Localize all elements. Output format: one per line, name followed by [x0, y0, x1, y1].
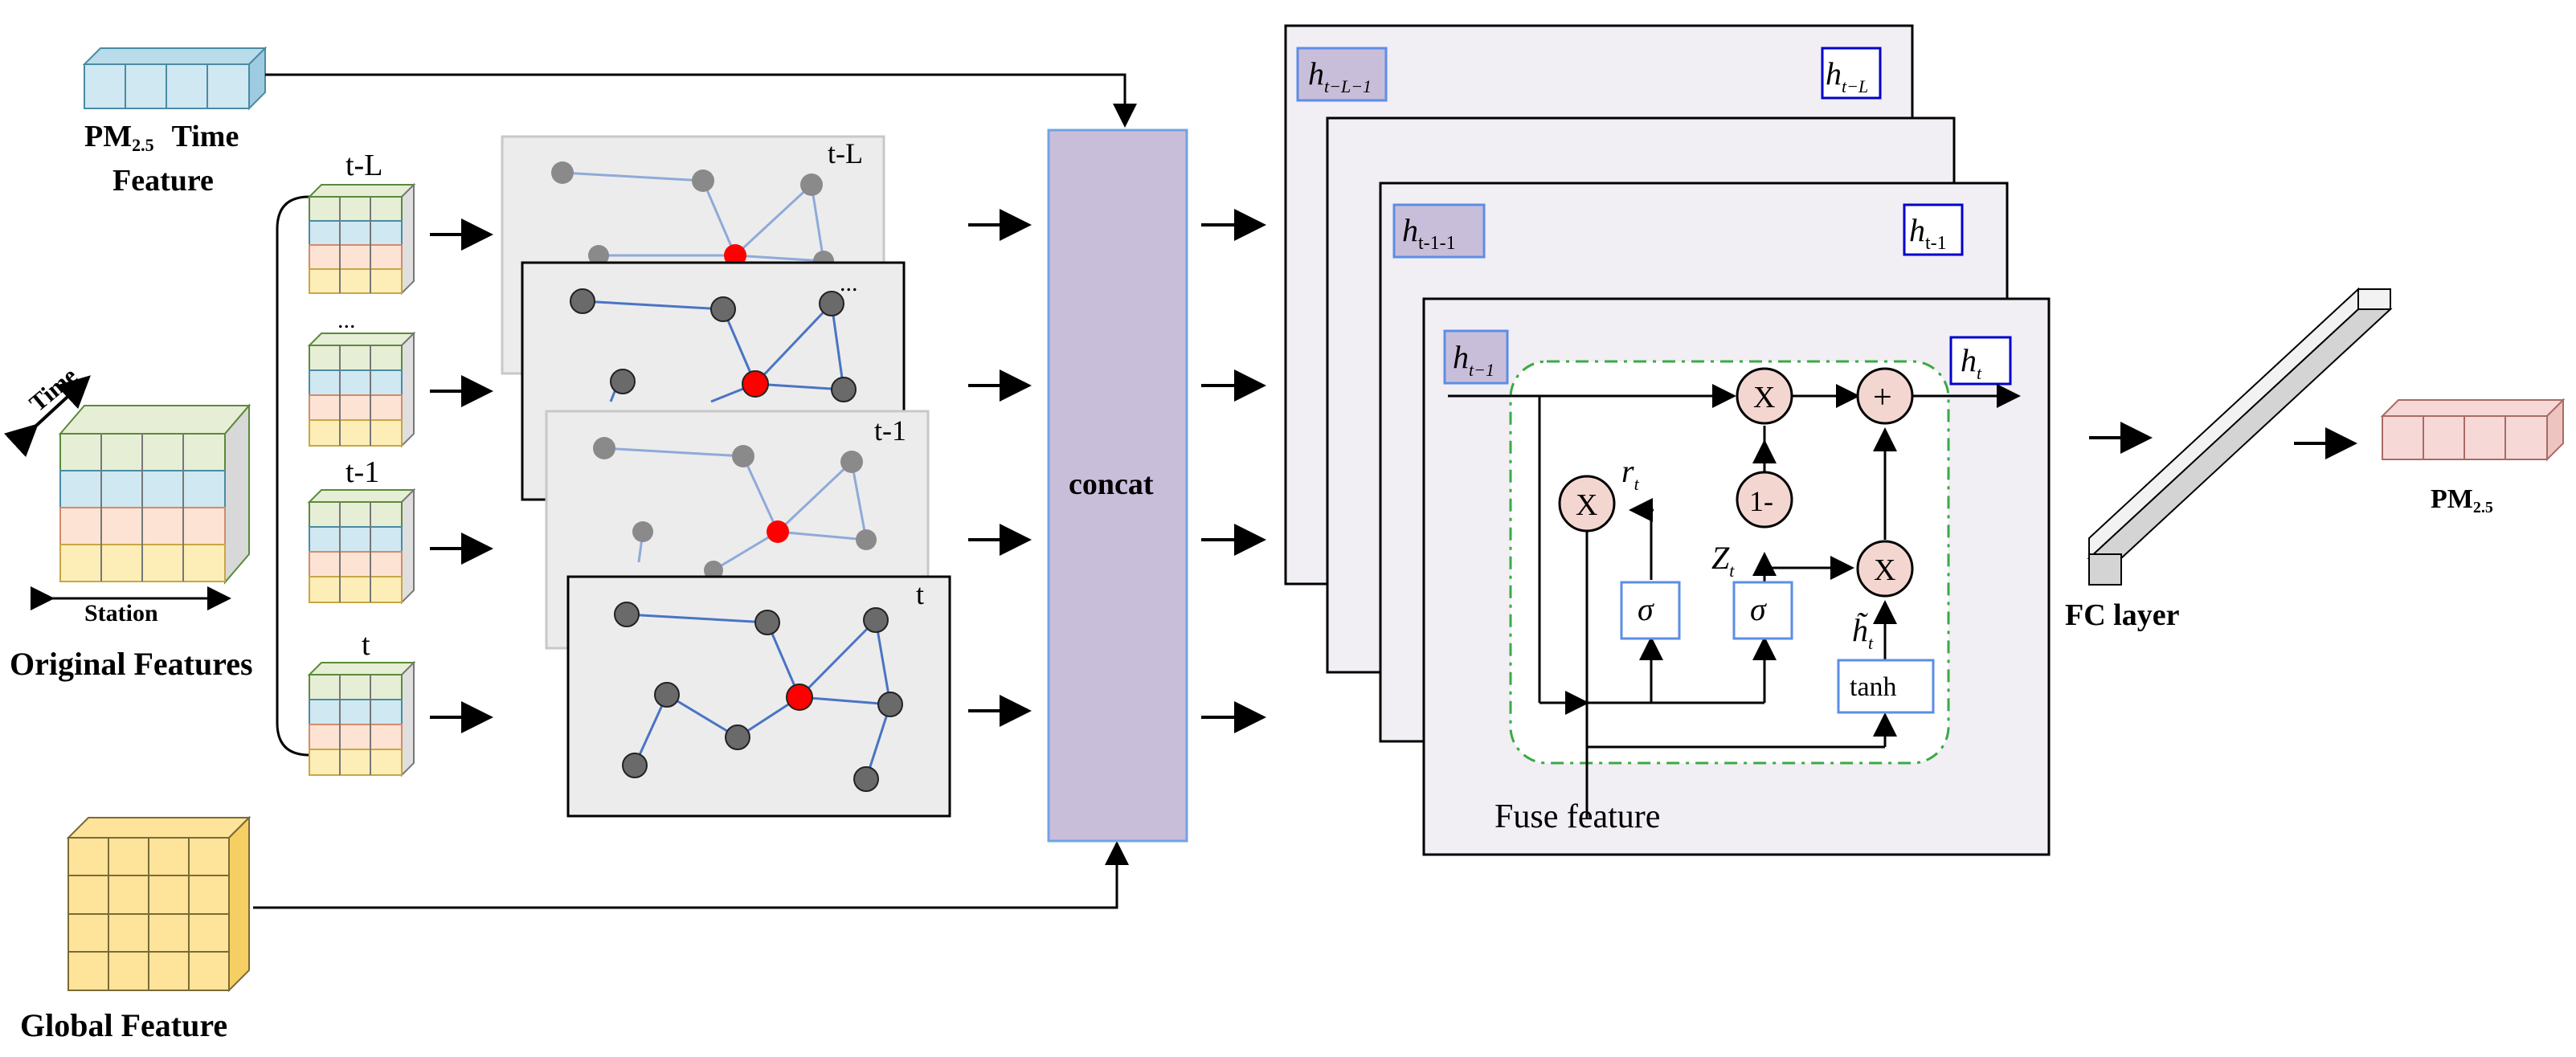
gru-multiply-reset-node [1558, 475, 1616, 533]
gru-state-label-frame1-left: ht−L−1 [1308, 55, 1372, 96]
concat-block [1047, 129, 1188, 843]
gru-state-label-frame1-right: ht−L [1826, 55, 1868, 96]
time-slice-label-t: t [362, 628, 370, 662]
gru-one-minus-node [1736, 471, 1793, 528]
gru-update-gate-sigma [1732, 581, 1793, 640]
gru-multiply-reset-label: X [1576, 488, 1597, 522]
gru-state-label-frame4-left: ht−1 [1453, 339, 1494, 380]
original-features-cube [58, 403, 251, 585]
time-slice-label-t-L: t-L [346, 149, 382, 182]
fuse-feature-label: Fuse feature [1494, 798, 1660, 835]
gru-state-label-frame3-left: ht-1-1 [1402, 212, 1456, 254]
graph-label-t: t [916, 578, 924, 610]
time-slice-label-dots: ... [337, 307, 356, 333]
global-feature-cube [66, 815, 251, 993]
gru-reset-gate-sigma-label: σ [1638, 591, 1654, 627]
global-feature-arrow [253, 841, 1129, 909]
gru-update-gate-label: Zt [1711, 540, 1735, 581]
pm25-time-feature-label-line2: Feature [112, 164, 214, 198]
fc-layer-bar [2087, 287, 2393, 586]
time-axis-arrow [3, 375, 91, 458]
time-slice-cube-t-L [307, 182, 416, 296]
gru-update-gate-sigma-label: σ [1750, 591, 1767, 627]
time-slice-label-t-1: t-1 [346, 455, 379, 489]
graph-label-t-L: t-L [828, 137, 863, 169]
gru-state-label-frame4-right: ht [1961, 342, 1982, 383]
gru-multiply-top-node [1736, 367, 1793, 425]
gru-reset-gate-sigma [1620, 581, 1681, 640]
split-bracket [276, 195, 310, 757]
gru-state-label-frame3-right: ht-1 [1909, 212, 1947, 254]
graph-label-t-1: t-1 [874, 414, 906, 447]
time-slice-cube-t-1 [307, 488, 416, 605]
gru-candidate-label: h̃t [1852, 612, 1874, 653]
pm25-time-feature-cube [82, 46, 268, 111]
gru-frame-4 [1422, 297, 2051, 856]
gru-cell-wiring [1448, 384, 2021, 819]
gru-tanh-label: tanh [1850, 672, 1897, 702]
output-pm25-cube [2380, 398, 2566, 462]
global-feature-label: Global Feature [20, 1007, 227, 1043]
output-pm25-label: PM2.5 [2431, 484, 2493, 516]
fc-layer-label: FC layer [2065, 598, 2180, 632]
time-slice-cube-t [307, 660, 416, 777]
gru-multiply-top-label: X [1753, 381, 1775, 414]
gru-multiply-update-node [1856, 540, 1914, 598]
graph-label-dots: ... [840, 270, 858, 296]
time-slice-cube-dots [307, 331, 416, 448]
gru-reset-gate-label: rt [1621, 453, 1640, 494]
time-feature-arrow [265, 73, 1137, 128]
gru-tanh-box [1837, 659, 1935, 714]
station-axis-label: Station [84, 600, 158, 626]
original-features-label: Original Features [10, 646, 253, 682]
graph-snapshot-t [566, 575, 951, 818]
gru-multiply-update-label: X [1874, 553, 1895, 587]
gru-add-label: + [1873, 379, 1892, 416]
gru-one-minus-label: 1- [1749, 485, 1773, 517]
gru-add-node [1856, 367, 1914, 425]
concat-label: concat [1069, 467, 1154, 501]
